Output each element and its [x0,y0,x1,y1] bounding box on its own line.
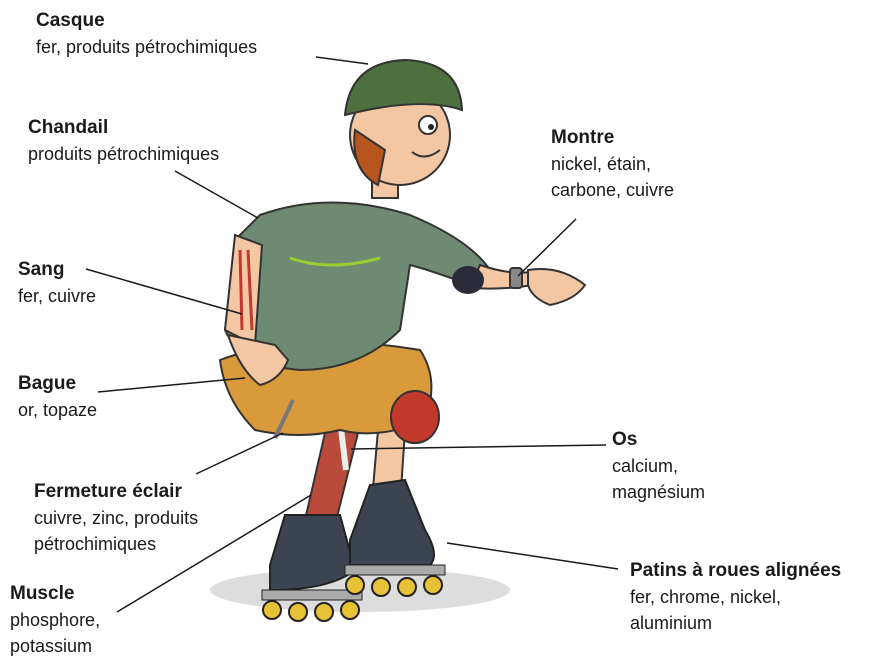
label-chandail-materials: produits pétrochimiques [28,141,219,167]
elbow-pad [452,266,484,294]
label-patins-materials-2: aluminium [630,610,841,636]
label-casque-title: Casque [36,8,257,34]
label-muscle-materials-1: phosphore, [10,607,100,633]
label-muscle: Muscle phosphore, potassium [10,581,100,659]
label-patins: Patins à roues alignées fer, chrome, nic… [630,558,841,636]
label-montre-materials-2: carbone, cuivre [551,177,674,203]
label-montre-materials-1: nickel, étain, [551,151,674,177]
label-fermeture-materials-1: cuivre, zinc, produits [34,505,198,531]
label-casque-materials: fer, produits pétrochimiques [36,34,257,60]
right-hand [528,269,585,305]
label-sang-title: Sang [18,257,96,283]
label-chandail: Chandail produits pétrochimiques [28,115,219,167]
label-montre-title: Montre [551,125,674,151]
label-os-materials-2: magnésium [612,479,705,505]
label-patins-materials-1: fer, chrome, nickel, [630,584,841,610]
label-fermeture-materials-2: pétrochimiques [34,531,198,557]
label-os-materials-1: calcium, [612,453,705,479]
label-muscle-materials-2: potassium [10,633,100,659]
label-sang: Sang fer, cuivre [18,257,96,309]
label-bague-title: Bague [18,371,97,397]
eye [419,116,437,134]
leader-montre [518,219,576,276]
label-sang-materials: fer, cuivre [18,283,96,309]
leader-casque [316,57,368,64]
label-fermeture-title: Fermeture éclair [34,479,198,505]
front-leg-muscle [305,420,360,525]
leader-bague [98,378,245,392]
leader-patins [447,543,618,569]
label-patins-title: Patins à roues alignées [630,558,841,584]
label-muscle-title: Muscle [10,581,100,607]
label-bague: Bague or, topaze [18,371,97,423]
label-montre: Montre nickel, étain, carbone, cuivre [551,125,674,203]
label-os-title: Os [612,427,705,453]
leader-chandail [175,171,258,218]
label-fermeture: Fermeture éclair cuivre, zinc, produits … [34,479,198,557]
leader-sang [86,269,242,314]
label-bague-materials: or, topaze [18,397,97,423]
label-chandail-title: Chandail [28,115,219,141]
leader-fermeture [196,433,283,474]
pupil [428,124,434,130]
label-os: Os calcium, magnésium [612,427,705,505]
left-arm [225,235,262,345]
knee-pad [391,391,439,443]
label-casque: Casque fer, produits pétrochimiques [36,8,257,60]
watch [510,268,522,288]
